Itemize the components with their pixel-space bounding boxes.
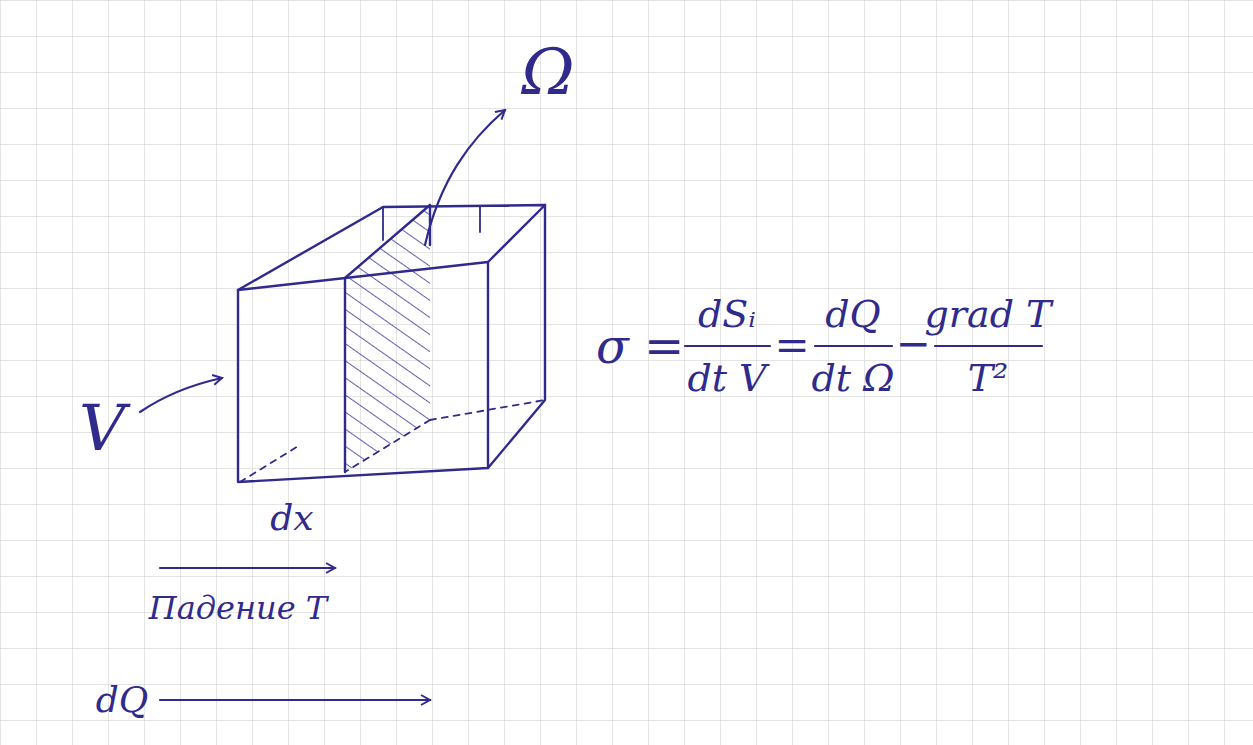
numerator: dSᵢ (698, 295, 756, 333)
numerator: grad T (925, 295, 1052, 333)
temperature-note: Падение T (149, 592, 327, 624)
slice-edge (345, 205, 430, 278)
denominator: dt V (687, 359, 766, 397)
dimension-label: dx (270, 500, 313, 536)
slice-edge (344, 278, 346, 472)
top-face (238, 205, 545, 290)
volume-symbol: V (79, 396, 125, 460)
fraction-bar (685, 345, 1042, 347)
hidden-edge (240, 445, 300, 482)
numerator: dQ (825, 295, 880, 333)
area-symbol: Ω (521, 40, 574, 104)
denominator: dt Ω (811, 359, 894, 397)
denominator: T² (968, 359, 1009, 397)
box-figure (238, 205, 545, 482)
temperature-arrow (160, 567, 335, 569)
volume-leader (140, 378, 222, 412)
heat-arrow (160, 699, 430, 701)
formula-sign: = (774, 325, 809, 367)
formula-term: σ = (596, 322, 684, 370)
front-face (238, 262, 488, 482)
right-face (488, 205, 545, 468)
heat-label: dQ (96, 682, 149, 718)
omega-leader (425, 110, 505, 245)
slice-hatching (345, 205, 430, 472)
leaders (140, 110, 1042, 700)
